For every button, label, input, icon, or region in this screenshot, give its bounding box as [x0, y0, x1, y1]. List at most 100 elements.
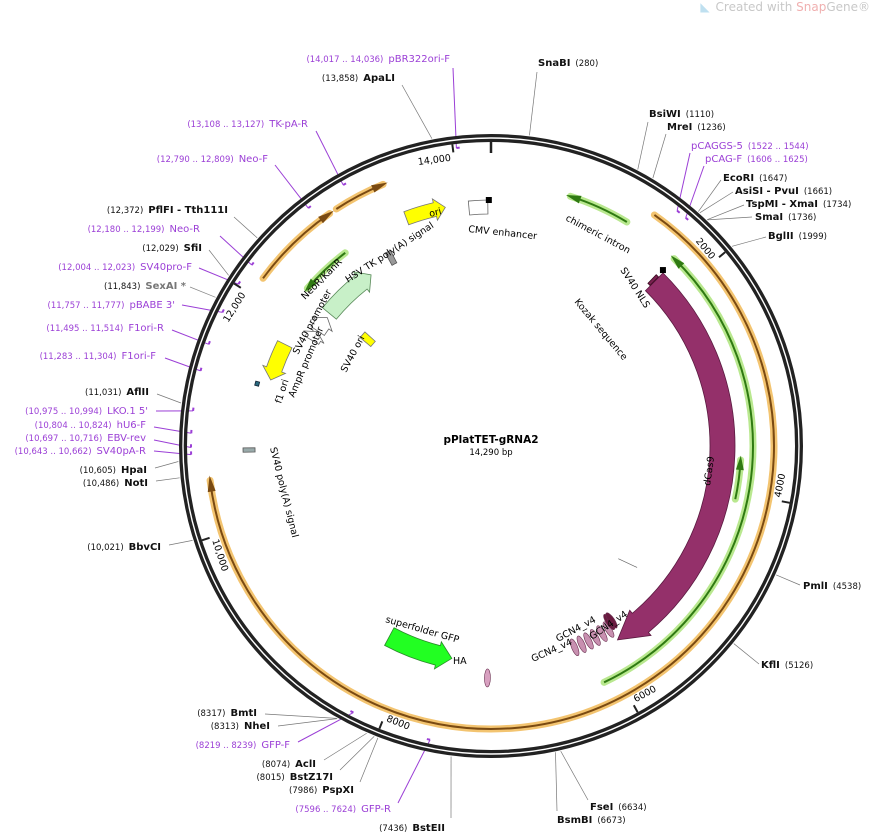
snapgene-logo-icon: ◣ [700, 0, 710, 14]
tick-label: 4000 [773, 473, 788, 499]
site-bsteii[interactable]: (7436)BstEII [374, 823, 445, 835]
site-mrei[interactable]: MreI(1236) [667, 122, 731, 134]
arrowhead-icon [371, 182, 388, 193]
green-arc-left [303, 249, 349, 292]
enzyme-leader-line [233, 216, 258, 239]
site-position: (12,004 .. 12,023) [58, 263, 136, 273]
enzyme-leader-line [555, 752, 558, 812]
site-name: EBV-rev [107, 433, 146, 444]
feature-label-hsv-tk-polya: HSV TK poly(A) signal [344, 220, 436, 285]
enzyme-leader-line [707, 216, 753, 221]
features [206, 180, 778, 733]
site-position: (1734) [823, 200, 852, 210]
primer-sv40pro-f[interactable]: (12,004 .. 12,023)SV40pro-F [53, 262, 192, 274]
site-tspmi-xmai[interactable]: TspMI - XmaI(1734) [746, 199, 856, 211]
site-name: BsmBI [557, 815, 593, 826]
primer-neo-f[interactable]: (12,790 .. 12,809)Neo-F [152, 154, 268, 166]
primer-f1ori-r[interactable]: (11,495 .. 11,514)F1ori-R [41, 323, 164, 335]
site-aflii[interactable]: (11,031)AflII [80, 387, 149, 399]
green-arc-right-line [603, 257, 754, 684]
site-name: hU6-F [116, 420, 146, 431]
site-name: EcoRI [723, 173, 755, 184]
gcn4-v4-repeat [589, 629, 601, 646]
site-name: BmtI [230, 708, 257, 719]
enzyme-leader-line [339, 736, 375, 771]
site-hpai[interactable]: (10,605)HpaI [75, 465, 147, 477]
site-name: BstEII [412, 823, 445, 834]
watermark-brand: Snap [796, 0, 827, 14]
orange-arc-main [206, 211, 778, 733]
site-bbvci[interactable]: (10,021)BbvCI [82, 542, 161, 554]
enzyme-leader-line [699, 191, 734, 214]
site-noti[interactable]: (10,486)NotI [78, 478, 148, 490]
watermark-prefix: Created with [715, 0, 797, 14]
site-name: ApaLI [363, 73, 395, 84]
site-name: HpaI [121, 465, 147, 476]
site-nhei[interactable]: (8313)NheI [206, 721, 270, 733]
primer-ebv-rev[interactable]: (10,697 .. 10,716) EBV-rev [20, 433, 146, 445]
enzyme-leader-line [154, 461, 179, 469]
hsv-tk-polya-box [384, 249, 398, 266]
primer-pbabe-3[interactable]: (11,757 .. 11,777)pBABE 3' [43, 300, 175, 312]
site-name: F1ori-F [121, 351, 156, 362]
site-acli[interactable]: (8074)AclI [257, 759, 316, 771]
site-bstz17i[interactable]: (8015)BstZ17I [251, 772, 333, 784]
enzyme-leader-line [155, 477, 180, 482]
site-asisi-pvui[interactable]: AsiSI - PvuI(1661) [735, 186, 837, 198]
primer-sv40pa-r[interactable]: (10,643 .. 10,662)SV40pA-R [10, 446, 146, 458]
chimeric-intron-marker [485, 197, 492, 204]
primer-mark [685, 216, 689, 221]
site-position: (5126) [784, 661, 814, 671]
site-bsiwi[interactable]: BsiWI(1110) [649, 109, 719, 121]
primer-tk-pa-r[interactable]: (13,108 .. 13,127)TK-pA-R [182, 119, 308, 131]
site-fsei[interactable]: FseI (6634) [590, 802, 652, 814]
site-bmti[interactable]: (8317) BmtI [192, 708, 257, 720]
site-sfii[interactable]: (12,029)SfiI [137, 243, 202, 255]
site-pmli[interactable]: PmlI(4538) [803, 581, 866, 593]
arrowhead-icon [565, 194, 582, 204]
primer-mark [250, 261, 255, 266]
site-pspxi[interactable]: (7986)PspXI [284, 785, 354, 797]
primer-pbr322ori-f[interactable]: (14,017 .. 14,036) pBR322ori-F [301, 54, 450, 66]
site-position: (11,843) [104, 282, 141, 292]
enzyme-leader-line [264, 713, 337, 719]
site-smai[interactable]: SmaI(1736) [755, 212, 821, 224]
site-position: (6634) [618, 803, 647, 813]
site-position: (14,017 .. 14,036) [306, 55, 384, 65]
primer-mark [307, 205, 312, 209]
sv40-ori-box [359, 331, 376, 348]
site-position: (8317) [197, 709, 226, 719]
site-name: pBR322ori-F [388, 54, 450, 65]
plasmid-name: pPlatTET-gRNA2 [443, 434, 538, 446]
orange-arc-main-glow [206, 211, 778, 733]
primer-pcaggs-5[interactable]: pCAGGS-5(1522 .. 1544) [691, 141, 814, 153]
primer-gfp-r[interactable]: (7596 .. 7624)GFP-R [290, 804, 391, 816]
site-name: AsiSI - PvuI [735, 186, 799, 197]
site-bsmbi[interactable]: BsmBI(6673) [557, 815, 631, 827]
enzyme-leader-line [359, 737, 379, 783]
ha-tag [484, 668, 491, 688]
primer-neo-r[interactable]: (12,180 .. 12,199)Neo-R [83, 224, 200, 236]
site-name: FseI [590, 802, 614, 813]
enzyme-leader-line [189, 286, 216, 298]
site-pflfi-tth111i[interactable]: (12,372)PflFI - Tth111I [102, 205, 228, 217]
site-bglii[interactable]: BglII(1999) [768, 231, 832, 243]
primer-hu6-f[interactable]: (10,804 .. 10,824)hU6-F [30, 420, 146, 432]
site-kfli[interactable]: KflI(5126) [761, 660, 818, 672]
sv40-polya-box [242, 447, 256, 453]
site-ecori[interactable]: EcoRI(1647) [723, 173, 792, 185]
primer-pcag-f[interactable]: pCAG-F(1606 .. 1625) [705, 154, 813, 166]
enzyme-leader-line [731, 236, 767, 247]
site-snabi[interactable]: SnaBI(280) [538, 58, 603, 70]
primer-f1ori-f[interactable]: (11,283 .. 11,304)F1ori-F [35, 351, 156, 363]
sv40-nls-block [647, 274, 660, 286]
site-position: (10,697 .. 10,716) [25, 434, 103, 444]
primer-gfp-f[interactable]: (8219 .. 8239)GFP-F [191, 740, 290, 752]
site-position: (12,029) [142, 244, 179, 254]
sv40-promoter-arrow [310, 316, 333, 336]
site-apali[interactable]: (13,858)ApaLI [317, 73, 395, 85]
enzyme-leader-line [529, 71, 538, 136]
snapgene-watermark: ◣Created with SnapGene® [700, 0, 870, 14]
primer-lko1-5[interactable]: (10,975 .. 10,994)LKO.1 5' [20, 406, 148, 418]
site-sexai[interactable]: (11,843)SexAI * [99, 281, 186, 293]
